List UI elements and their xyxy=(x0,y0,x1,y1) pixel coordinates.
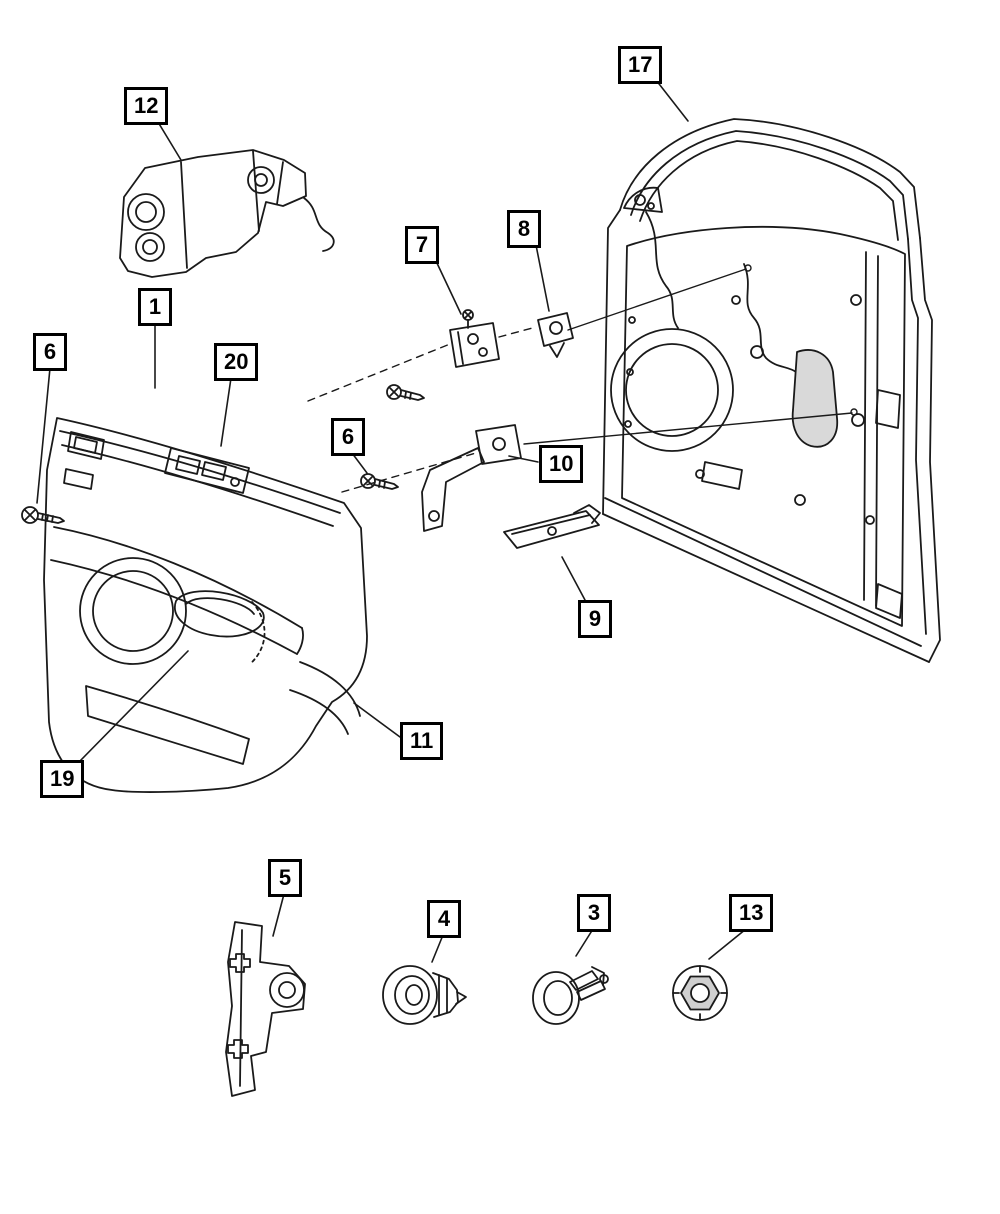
callout-3[interactable]: 3 xyxy=(577,894,611,932)
screw-6-left-drawing xyxy=(21,506,65,524)
callout-13[interactable]: 13 xyxy=(729,894,774,932)
callout-6-left[interactable]: 6 xyxy=(33,333,67,371)
callout-17[interactable]: 17 xyxy=(618,46,663,84)
bracket-9-drawing xyxy=(503,504,601,549)
callout-5[interactable]: 5 xyxy=(268,859,302,897)
clip-8-drawing xyxy=(537,312,574,358)
callout-8[interactable]: 8 xyxy=(507,210,541,248)
callout-4[interactable]: 4 xyxy=(427,900,461,938)
screw-6-upper-drawing xyxy=(386,384,425,401)
trim-panel-drawing xyxy=(43,417,368,793)
mounting-reference-lines xyxy=(523,264,858,445)
callout-6-center[interactable]: 6 xyxy=(331,418,365,456)
tweeter-bracket-drawing xyxy=(119,149,335,278)
callout-9[interactable]: 9 xyxy=(578,600,612,638)
retainer-nut-13-drawing xyxy=(672,965,728,1021)
callout-12[interactable]: 12 xyxy=(124,87,169,125)
assembly-dashed-lines xyxy=(307,326,537,493)
switch-bezel-drawing xyxy=(164,447,250,494)
callout-10[interactable]: 10 xyxy=(539,445,584,483)
door-shell-drawing xyxy=(602,118,941,663)
callout-leader-lines xyxy=(36,79,747,963)
callout-7[interactable]: 7 xyxy=(405,226,439,264)
callout-20[interactable]: 20 xyxy=(214,343,259,381)
callout-1[interactable]: 1 xyxy=(138,288,172,326)
clip-4-drawing xyxy=(382,965,467,1025)
latch-bracket-5-drawing xyxy=(225,921,306,1097)
bracket-7-drawing xyxy=(449,309,500,368)
callout-19[interactable]: 19 xyxy=(40,760,85,798)
clip-3-drawing xyxy=(532,966,609,1025)
callout-11[interactable]: 11 xyxy=(400,722,444,760)
screw-6-lower-drawing xyxy=(360,473,399,490)
bracket-10-drawing xyxy=(421,424,522,532)
